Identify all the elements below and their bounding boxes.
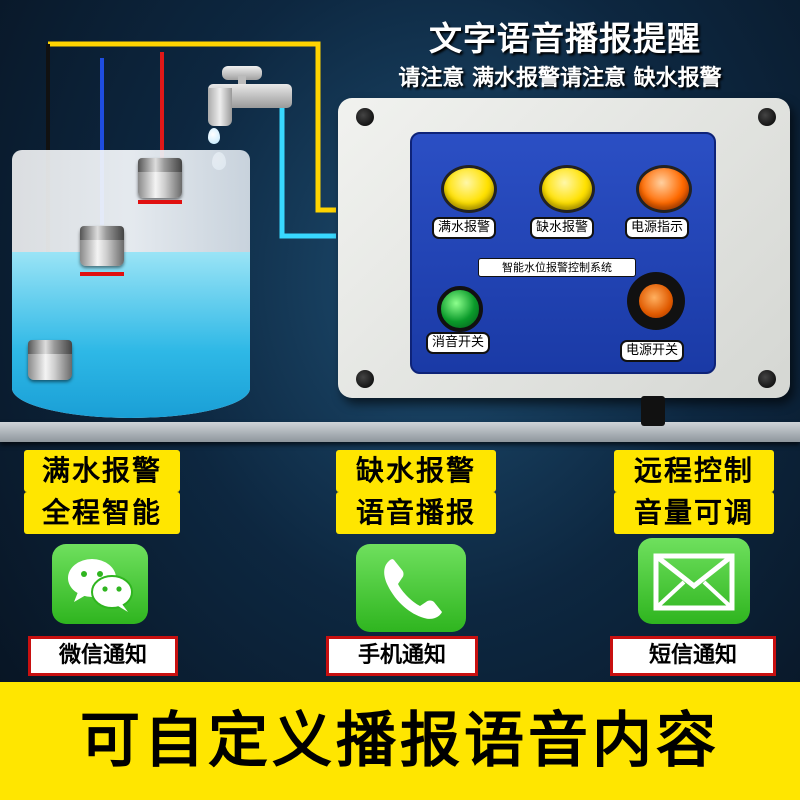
faucet-stem <box>238 76 246 88</box>
feature-low-water-alarm: 缺水报警 <box>336 450 496 492</box>
power-indicator-lamp <box>636 165 692 213</box>
screw-icon <box>356 370 374 388</box>
cable-gland <box>641 396 665 426</box>
screw-icon <box>356 108 374 126</box>
power-switch-rocker[interactable] <box>639 284 673 318</box>
full-water-lamp <box>441 165 497 213</box>
cyan-wire <box>279 108 336 239</box>
feature-voice-broadcast: 语音播报 <box>336 492 496 534</box>
wechat-notification-tag: 微信通知 <box>28 636 178 676</box>
screw-icon <box>758 370 776 388</box>
headline-subtitle: 请注意 满水报警请注意 缺水报警 <box>398 66 722 91</box>
wechat-icon <box>52 544 148 624</box>
faucet-handle <box>222 66 262 80</box>
water-drop-icon <box>208 128 220 144</box>
feature-full-intelligence: 全程智能 <box>24 492 180 534</box>
mounting-shelf <box>0 422 800 442</box>
sms-notification-tag: 短信通知 <box>610 636 776 676</box>
phone-icon <box>356 544 466 632</box>
low-level-float-sensor <box>80 226 124 266</box>
custom-voice-banner: 可自定义播报语音内容 <box>0 682 800 800</box>
system-name-plate: 智能水位报警控制系统 <box>478 258 636 277</box>
high-level-marker <box>138 200 182 204</box>
low-water-label: 缺水报警 <box>530 217 595 239</box>
full-water-label: 满水报警 <box>432 217 497 239</box>
mute-button[interactable] <box>437 286 483 332</box>
water-tank <box>12 150 250 418</box>
low-water-lamp <box>539 165 595 213</box>
phone-notification-tag: 手机通知 <box>326 636 478 676</box>
power-indicator-label: 电源指示 <box>625 217 690 239</box>
faucet-spout <box>208 88 232 126</box>
feature-remote-control: 远程控制 <box>614 450 774 492</box>
feature-volume-adjustable: 音量可调 <box>614 492 774 534</box>
low-level-marker <box>80 272 124 276</box>
bottom-float-sensor <box>28 340 72 380</box>
envelope-icon <box>638 538 750 624</box>
high-level-float-sensor <box>138 158 182 198</box>
water-level <box>12 252 250 418</box>
yellow-wire <box>48 41 336 213</box>
screw-icon <box>758 108 776 126</box>
mute-label: 消音开关 <box>426 332 491 354</box>
power-switch-label: 电源开关 <box>620 340 685 362</box>
headline-title: 文字语音播报提醒 <box>429 19 701 58</box>
feature-full-water-alarm: 满水报警 <box>24 450 180 492</box>
